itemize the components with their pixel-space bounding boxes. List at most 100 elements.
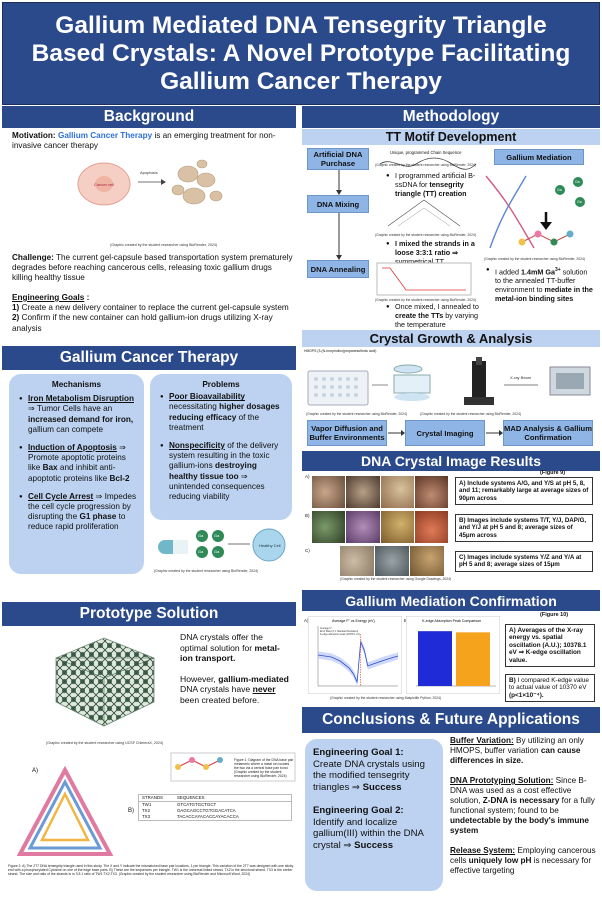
goal2-success: Success	[354, 839, 394, 851]
goal2-result-text: Identify and localize gallium(III) withi…	[313, 816, 424, 851]
method-caption-b: (Graphic created by the student research…	[375, 233, 477, 237]
confirm-b-text: I compared K-edge value to actual value …	[509, 677, 589, 692]
step-dna-mixing: DNA Mixing	[307, 195, 369, 213]
confirmation-header: Gallium Mediation Confirmation	[302, 590, 600, 611]
dna-proto-text-b: for a fully functional system; found to …	[450, 796, 595, 815]
apoptosis-label: Apoptosis	[140, 170, 158, 175]
proto-p2-b2: DNA crystals have	[180, 684, 251, 694]
prob1-text-b: of the treatment	[169, 412, 260, 432]
method-bullet-program: I programmed artificial B-ssDNA for tens…	[386, 171, 486, 198]
mech-cellcycle: Cell Cycle Arrest ⇒ Impedes the cell cyc…	[19, 492, 138, 533]
mech1-text-b: gallium can compete	[28, 424, 104, 434]
buffer-text: By utilizing an only HMOPS, buffer varia…	[450, 736, 584, 755]
result-a-text: Include systems A/G, and Y/S at pH 5, 8,…	[459, 480, 589, 495]
confirm-b-label: B) I compared K-edge value to actual val…	[505, 674, 595, 703]
mech2-bcl: Bcl-2	[109, 473, 130, 483]
growth-caption-b: (Graphic created by the student research…	[420, 412, 522, 416]
dna-proto-text: Since B-DNA was used as a cost effective…	[450, 776, 587, 805]
step-mad-analysis: MAD Analysis & Gallium Confirmation	[503, 420, 593, 446]
confirm-a-bold: K-edge oscillation value.	[509, 649, 581, 664]
result-c-size: 15μm	[543, 561, 560, 569]
anneal-graph	[376, 262, 472, 296]
prob2-bold: destroying healthy tissue too	[169, 461, 257, 481]
step-crystal-imaging: Crystal Imaging	[405, 420, 485, 446]
method-caption-d: (Graphic created by the student research…	[484, 257, 586, 261]
future-applications: Buffer Variation: By utilizing an only H…	[450, 736, 596, 876]
mech1-title: Iron Metabolism Disruption	[28, 394, 134, 404]
crystal-growth-header: Crystal Growth & Analysis	[302, 330, 600, 347]
fig2-label-b: B)	[128, 808, 134, 814]
proto-p2-b1: gallium-mediated	[218, 673, 289, 684]
confirm-a-text: Averages of the X-ray energy vs. spatial…	[509, 627, 587, 657]
gallium-mediation-figure: Ga Ga Ga	[485, 175, 585, 249]
table-head-strands: STRANDS	[142, 795, 163, 800]
confirm-a-label: A) Averages of the X-ray energy vs. spat…	[505, 624, 595, 668]
f-double-prime-chart: Average F'' vs Energy (eV) Average F'' E…	[308, 616, 402, 694]
crystal-image	[312, 511, 346, 543]
result-a-label: A) Include systems A/G, and Y/S at pH 5,…	[455, 477, 593, 506]
mech2-text-b: and inhibit anti-apoptotic proteins like	[28, 463, 116, 483]
b3-b: by varying the temperature	[395, 310, 478, 329]
table-head-sequences: SEQUENCES	[177, 795, 205, 800]
goal2-text: Confirm if the new container can hold ga…	[12, 313, 273, 333]
fig2-label-a: A)	[32, 768, 38, 774]
background-header: Background	[2, 106, 296, 128]
crystal-caption: (Graphic created by the student research…	[46, 741, 164, 745]
result-b-tag: B)	[459, 517, 466, 524]
goal1-result-text: Create DNA crystals using the modified t…	[313, 758, 425, 793]
step-dna-annealing: DNA Annealing	[307, 260, 369, 278]
goal2-num: 2)	[12, 313, 20, 323]
strand-name: TW1	[142, 802, 152, 807]
b1-a: I programmed artificial B-ssDNA for	[395, 171, 476, 189]
step-vapor-diffusion: Vapor Diffusion and Buffer Environments	[307, 420, 387, 446]
poster-title-banner: Gallium Mediated DNA Tensegrity Triangle…	[2, 2, 600, 105]
method-caption-c: (Graphic created by the student research…	[375, 298, 477, 302]
methodology-header: Methodology	[302, 106, 600, 128]
mech3-g1: G1 phase	[79, 512, 117, 522]
mech3-title: Cell Cycle Arrest	[28, 491, 94, 501]
base-pair-diagram	[170, 752, 296, 782]
prototype-header: Prototype Solution	[2, 602, 296, 626]
apoptosis-figure: Cancer cell Apoptosis (Graphic created b…	[77, 159, 223, 247]
result-b-size: 45μm	[459, 531, 476, 539]
b3-bold: create the TTs	[395, 310, 444, 320]
engineering-goals: Engineering Goals : 1) Create a new deli…	[12, 293, 294, 334]
healthy-cell-label: Healthy Cell	[259, 543, 281, 548]
method-bullets-2: I mixed the strands in a loose 3:3:1 rat…	[386, 239, 486, 274]
release-text-b: is necessary for effective targeting	[450, 856, 592, 875]
results-row-label-a: A)	[305, 474, 310, 479]
crystal-image	[346, 476, 380, 508]
results-caption: (Graphic created by the student research…	[340, 577, 452, 581]
confirm-b-bold: (p<1×10⁻⁴).	[509, 691, 544, 699]
legend-a-item: Average F''	[320, 627, 332, 630]
b4-bold1: 1.4mM Ga	[520, 267, 555, 277]
prob1-title: Poor Bioavailability	[169, 392, 245, 402]
crystal-images-row-b	[312, 511, 448, 543]
bar-1	[456, 632, 490, 686]
unique-sequence-label: Unique, programmed Chain Sequence	[390, 150, 462, 155]
proto-p2-a: However,	[180, 673, 216, 684]
prob1-bold: higher dosages reducing efficacy	[169, 402, 280, 422]
method-bullets-3: Once mixed, I annealed to create the TTs…	[386, 302, 486, 337]
prob2-text-b: ⇒ unintended consequences reducing viabi…	[169, 471, 265, 502]
result-c-tag: C)	[459, 554, 466, 561]
ga-label-6: Ga	[575, 180, 580, 184]
release-text: Employing cancerous cells	[450, 846, 596, 865]
goal1-num: 1)	[12, 303, 20, 313]
dna-proto-bold2: undetectable by the body's immune system	[450, 816, 589, 835]
crystal-growth-figure: X-ray Beam	[307, 357, 591, 406]
release-bold: uniquely low pH	[468, 856, 532, 865]
mech1-bold: increased demand for iron,	[28, 414, 134, 424]
dna-proto-label: DNA Prototyping Solution:	[450, 776, 554, 785]
background-fig-caption: (Graphic created by the student research…	[110, 243, 217, 247]
ga-label-7: Ga	[577, 200, 582, 204]
problems-title: Problems	[202, 380, 240, 389]
proto-p2-c: been created before.	[180, 694, 260, 705]
result-c-label: C) Images include systems Y/Z and Y/A at…	[455, 551, 593, 572]
gallium-delivery-figure: Ga Ga Ga Ga Healthy Cell (Graphic create…	[154, 528, 286, 573]
gct-fig-caption: (Graphic created by the student research…	[154, 569, 258, 573]
step-arrows	[336, 170, 342, 260]
b1-bold: tensegrity triangle (TT) creation	[395, 179, 467, 198]
